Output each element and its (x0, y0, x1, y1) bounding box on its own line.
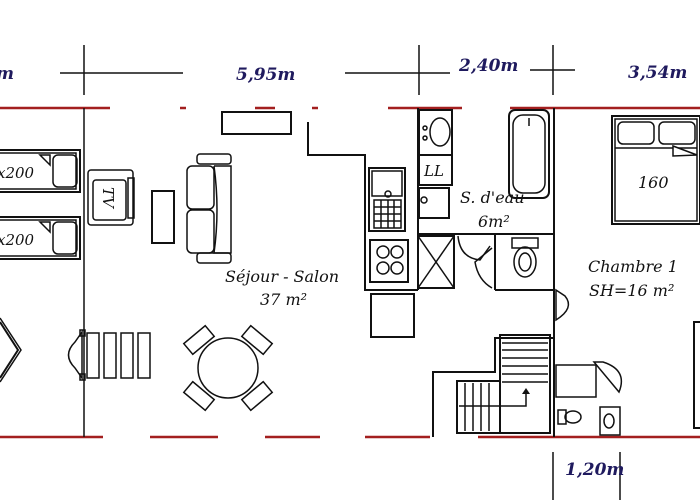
double-bed (611, 115, 700, 225)
sideboard (221, 111, 292, 135)
corridor-wc (555, 364, 621, 436)
dimension-corridor: 1,20m (565, 460, 624, 480)
bathroom-door[interactable] (457, 235, 491, 261)
toilet (511, 237, 539, 278)
tv-unit (87, 169, 135, 226)
room-name-chambre: Chambre 1 (588, 257, 678, 276)
bed-size-1: x200 (0, 164, 35, 182)
wardrobe (693, 321, 700, 429)
room-area-sejour: 37 m² (260, 290, 307, 309)
single-bed-2 (0, 216, 81, 260)
entry-door[interactable] (67, 329, 83, 381)
bedroom-door[interactable] (555, 288, 570, 322)
room-name-sejour: Séjour - Salon (225, 267, 339, 286)
cooktop (369, 239, 409, 283)
radiator (86, 332, 151, 379)
kitchen-sink (368, 167, 406, 232)
sofa (186, 153, 232, 264)
dimension-chambre: 3,54m (628, 63, 687, 83)
dimension-left: m (0, 64, 14, 84)
bed-size-2: x200 (0, 231, 35, 249)
wc-door[interactable] (474, 247, 493, 289)
dining-table (182, 324, 274, 412)
washing-machine (418, 154, 453, 186)
room-name-salle-eau: S. d'eau (460, 188, 525, 207)
washbasin (418, 109, 453, 156)
room-area-chambre: SH=16 m² (589, 281, 674, 300)
fridge (370, 293, 415, 338)
tv-label: TV (99, 187, 117, 210)
washing-machine-label: LL (423, 162, 444, 180)
corridor-door[interactable] (592, 361, 623, 394)
exterior-walls (0, 106, 700, 439)
bathtub (508, 109, 550, 199)
room-area-salle-eau: 6m² (478, 212, 510, 231)
dimension-sejour: 5,95m (236, 65, 295, 85)
coffee-table (151, 190, 175, 244)
double-bed-size: 160 (638, 173, 669, 192)
shower (417, 235, 455, 289)
sink-cabinet (418, 187, 450, 219)
staircase (456, 334, 551, 434)
single-bed-1 (0, 149, 81, 193)
dimension-sdb: 2,40m (458, 56, 518, 76)
dimension-lines (60, 45, 621, 500)
armchair-shape (0, 321, 20, 379)
